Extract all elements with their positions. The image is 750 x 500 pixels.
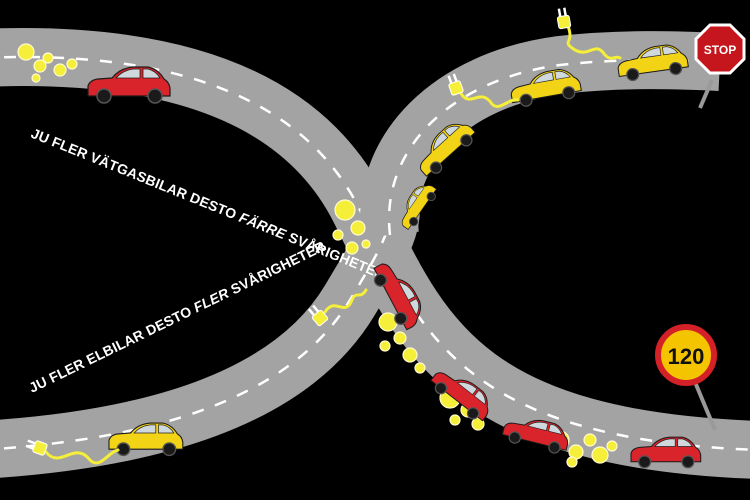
- plug-icon-bottom: [24, 437, 120, 465]
- caption-electric-after: SVÅRIGHETER: [224, 238, 328, 299]
- road-loop-bottom: [0, 194, 420, 478]
- plug-icon-middle: [305, 288, 368, 327]
- plug-icon-top: [555, 6, 622, 60]
- speed-limit-label: 120: [668, 344, 705, 369]
- stop-sign: STOP: [694, 23, 746, 109]
- speed-limit-sign: 120: [655, 324, 717, 431]
- caption-electric-before: JU FLER ELBILAR DESTO: [26, 301, 198, 396]
- caption-hydrogen-before: JU FLER VÄTGASBILAR DESTO: [29, 125, 243, 224]
- stop-sign-label: STOP: [704, 43, 736, 57]
- caption-hydrogen-emphasis: FÄRRE: [237, 209, 289, 242]
- plug-icon-upper: [445, 72, 520, 108]
